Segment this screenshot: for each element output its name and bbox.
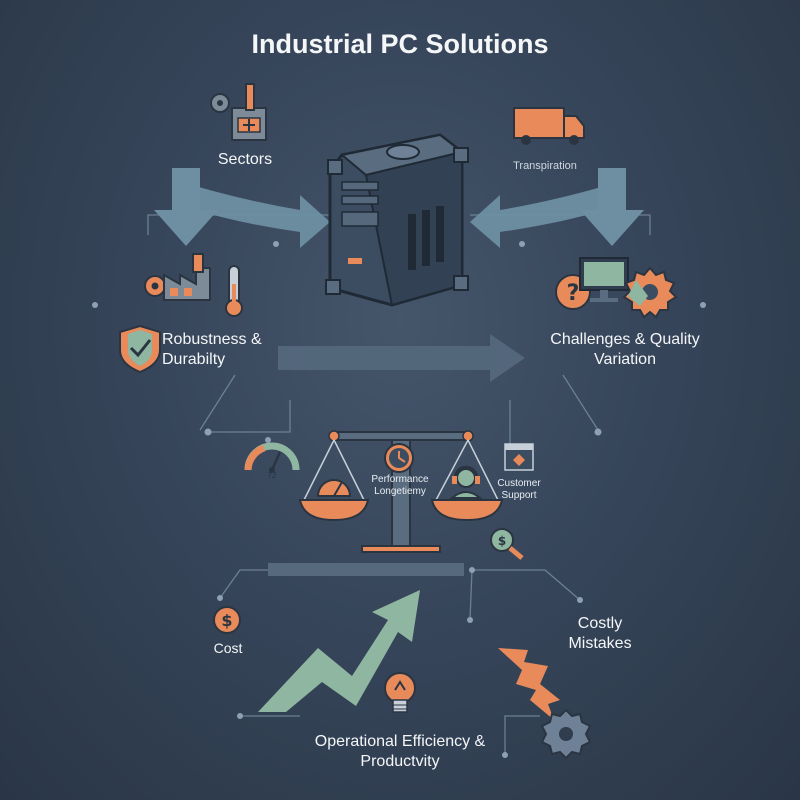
label-costly-mistakes: Costly Mistakes: [568, 615, 632, 652]
browser-icon: [504, 443, 534, 471]
left-curved-arrow: [175, 180, 330, 248]
right-down-arrow: [580, 168, 644, 246]
label-customer-support: Customer Support: [497, 478, 541, 501]
thermometer-icon: [225, 265, 243, 317]
lightbulb-icon: [384, 672, 416, 713]
trend-up-arrow-icon: [258, 590, 420, 712]
middle-right-arrow: [278, 334, 525, 382]
gauge-icon: ?2: [244, 442, 300, 480]
label-efficiency: Operational Efficiency & Productvity: [314, 733, 486, 770]
label-transportation: Transpiration: [513, 160, 577, 172]
industrial-pc-icon: [325, 133, 469, 307]
clock-icon: [384, 443, 414, 473]
label-robustness: Robustness & Durabilty: [162, 331, 262, 368]
right-curved-arrow: [470, 180, 625, 248]
left-down-arrow: [154, 168, 218, 246]
shield-check-icon: [119, 324, 161, 374]
svg-text:$: $: [221, 611, 232, 630]
factory-gear-icon: [210, 83, 267, 141]
dollar-icon: $: [213, 606, 241, 634]
gear-icon: [622, 266, 678, 319]
delivery-truck-icon: [513, 107, 585, 145]
page-title: Industrial PC Solutions: [251, 29, 549, 59]
label-challenges: Challenges & Quality Variation: [550, 331, 700, 368]
svg-text:?: ?: [567, 281, 580, 306]
factory-icon: [144, 253, 211, 301]
svg-text:?2: ?2: [267, 471, 276, 480]
lightning-arrow-icon: [498, 648, 560, 720]
balance-scale-icon: [298, 430, 504, 553]
label-performance: Performance Longetiemy: [371, 474, 429, 497]
label-cost: Cost: [213, 640, 243, 656]
broken-gear-icon: [540, 708, 592, 760]
speedometer-icon: [316, 479, 352, 497]
magnifier-dollar-icon: $: [490, 528, 524, 560]
monitor-icon: [579, 257, 629, 302]
svg-text:$: $: [498, 534, 506, 548]
headset-agent-icon: [449, 465, 483, 499]
label-sectors: Sectors: [217, 151, 273, 168]
